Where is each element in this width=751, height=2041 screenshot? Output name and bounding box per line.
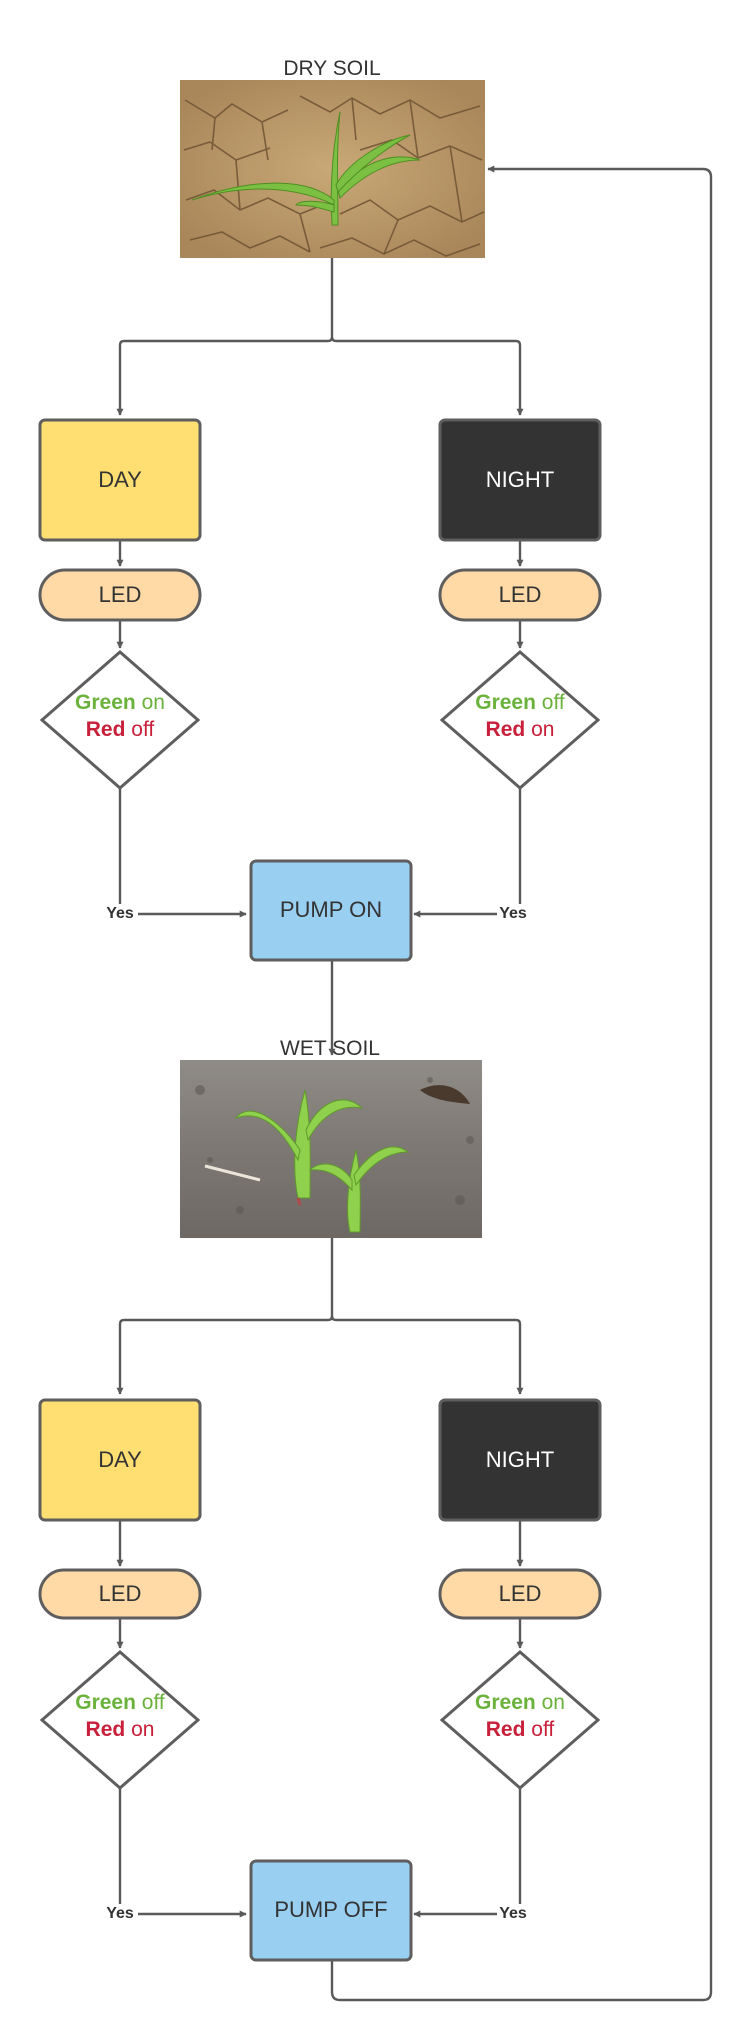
yes-left-top: Yes xyxy=(106,905,134,922)
night-box-top xyxy=(438,418,602,542)
night-diamond-line2-top: Red on xyxy=(486,718,555,741)
day-diamond-line2-bottom: Red on xyxy=(86,1718,155,1741)
day-box-top xyxy=(38,418,202,542)
night-diamond-line1-bottom: Green on xyxy=(475,1691,565,1714)
led-left-top xyxy=(38,568,202,622)
pump-on-label: PUMP ON xyxy=(280,897,382,922)
day-label-top: DAY xyxy=(98,467,142,492)
yes-right-top: Yes xyxy=(499,905,527,922)
day-diamond-line1-bottom: Green off xyxy=(75,1691,165,1714)
night-diamond-bottom xyxy=(439,1650,601,1790)
led-right-label-bottom: LED xyxy=(499,1581,542,1606)
pump-on-box xyxy=(249,859,413,962)
yes-left-bottom: Yes xyxy=(106,1905,134,1922)
pump-off-box xyxy=(249,1859,413,1962)
led-left-bottom xyxy=(38,1568,202,1620)
day-label-bottom: DAY xyxy=(98,1447,142,1472)
wet-soil-image xyxy=(180,1060,482,1238)
led-right-top xyxy=(438,568,602,622)
dry-soil-title: DRY SOIL xyxy=(283,57,380,80)
day-diamond-top xyxy=(39,650,201,790)
night-diamond-line1-top: Green off xyxy=(475,691,565,714)
night-diamond-line2-bottom: Red off xyxy=(486,1718,555,1741)
day-diamond-line1-top: Green on xyxy=(75,691,165,714)
day-diamond-bottom xyxy=(39,1650,201,1790)
day-diamond-line2-top: Red off xyxy=(86,718,155,741)
night-label-top: NIGHT xyxy=(486,467,554,492)
led-left-label-bottom: LED xyxy=(99,1581,142,1606)
night-diamond-top xyxy=(439,650,601,790)
dry-soil-image xyxy=(180,80,485,258)
led-right-label-top: LED xyxy=(499,582,542,607)
led-left-label-top: LED xyxy=(99,582,142,607)
connectors-top xyxy=(116,258,524,1056)
day-box-bottom xyxy=(38,1398,202,1522)
led-right-bottom xyxy=(438,1568,602,1620)
pump-off-label: PUMP OFF xyxy=(274,1897,387,1922)
night-box-bottom xyxy=(438,1398,602,1522)
night-label-bottom: NIGHT xyxy=(486,1447,554,1472)
connectors-bottom xyxy=(116,165,713,2002)
yes-right-bottom: Yes xyxy=(499,1905,527,1922)
wet-soil-title: WET SOIL xyxy=(280,1037,380,1060)
